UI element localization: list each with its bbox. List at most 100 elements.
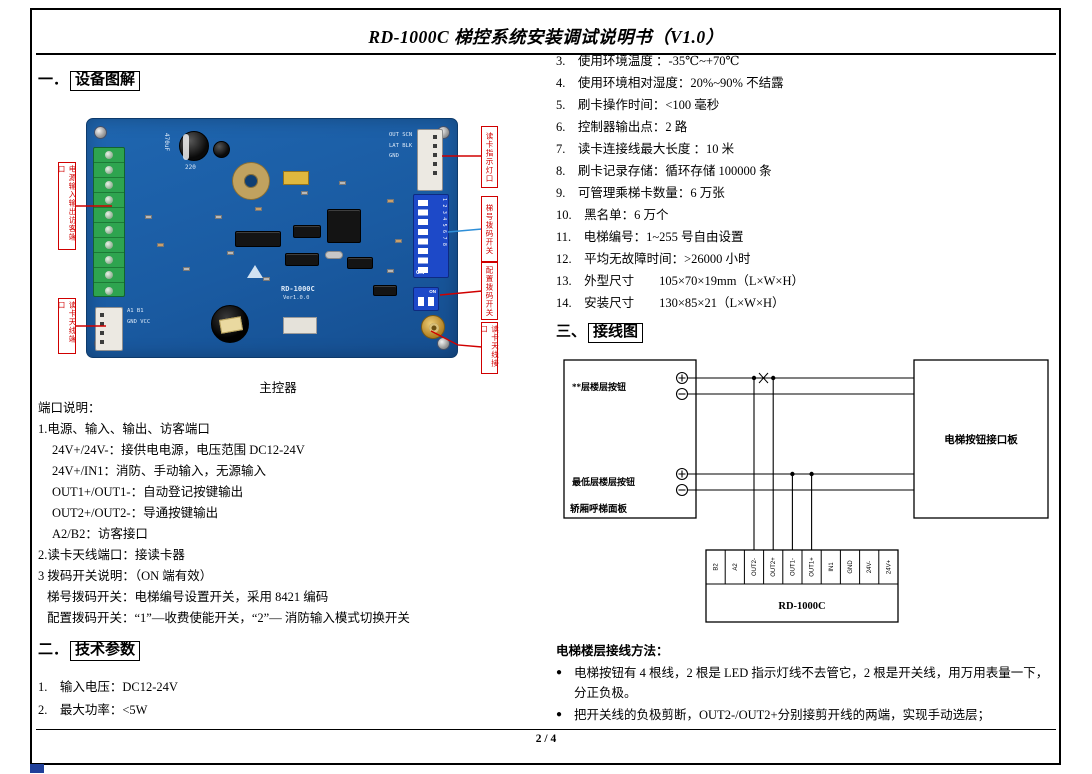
wiring-lines (687, 377, 914, 550)
smd-component (387, 269, 394, 273)
ic-chip (235, 231, 281, 247)
smd-component (145, 215, 152, 219)
minus-terminal-icon (675, 483, 689, 497)
section-2-number: 二． (38, 642, 69, 658)
section-1-heading: 一．设备图解 (38, 68, 141, 91)
callout-config-dip: 配置拨码开关 (481, 262, 498, 320)
tech-param-line: 2. 最大功率：<5W (38, 703, 148, 717)
screw-hole-icon (94, 126, 107, 139)
dip-on-label: ON (429, 289, 436, 294)
pcb-board: A1 B1 GND VCC 470uF 220 (86, 118, 458, 358)
terminal-label: OUT1- (790, 558, 796, 576)
smd-component (215, 215, 222, 219)
bullet-icon: ● (556, 667, 563, 678)
tech-param-line: 11. 电梯编号：1~255 号自由设置 (556, 230, 744, 244)
figure-caption: 主控器 (259, 381, 297, 395)
tech-params-right: 3. 使用环境温度 ：-35℃~+70℃ 4. 使用环境相对湿度：20%~90%… (556, 50, 1056, 314)
smd-component (183, 267, 190, 271)
title-divider (36, 53, 1056, 55)
terminal-label: B2 (714, 563, 720, 571)
page-number: 2 / 4 (535, 733, 557, 745)
ic-chip (293, 225, 321, 238)
green-terminal-block (93, 147, 125, 297)
callout-indicator-port: 读卡指示灯口 (481, 126, 498, 188)
terminal-label: OUT2+ (771, 557, 777, 577)
port-desc-line: 3 拨码开关说明：（ON 端有效） (38, 569, 213, 583)
smd-component (227, 251, 234, 255)
elevator-number-dip-switch: 12345678 ON (413, 194, 449, 278)
bottom-button-label: 最低层楼层按钮 (572, 476, 635, 487)
model-silkscreen: RD-1000C (281, 285, 315, 293)
page-border (30, 8, 1061, 765)
ic-chip (285, 253, 319, 266)
port-desc-line: 24V+/24V-：接供电电源，电压范围 DC12-24V (52, 443, 305, 457)
section-3-title: 接线图 (588, 323, 644, 343)
minus-terminal-icon (675, 387, 689, 401)
terminal-label: 24V+ (886, 559, 892, 574)
wiring-method-title: 电梯楼层接线方法： (556, 644, 669, 658)
dip-package-chip (283, 317, 317, 334)
section-1-title: 设备图解 (70, 71, 141, 91)
smd-component (395, 239, 402, 243)
capacitor-value-silkscreen: 470uF (163, 133, 170, 152)
tech-param-line: 3. 使用环境温度 ：-35℃~+70℃ (556, 54, 740, 68)
bullet-text: 把开关线的负极剪断，OUT2-/OUT2+分别接剪开线的两端，实现手动选层； (574, 708, 991, 722)
terminal-label: GND (848, 560, 854, 574)
tech-param-line: 7. 读卡连接线最大长度 ：10 米 (556, 142, 735, 156)
port-desc-line: 配置拨码开关：“1”—收费使能开关，“2”— 消防输入模式切换开关 (47, 611, 410, 625)
port-desc-line: 24V+/IN1：消防、手动输入，无源输入 (52, 464, 266, 478)
diagram-boxes (563, 359, 1049, 623)
car-panel-label: 轿厢呼梯面板 (570, 503, 628, 515)
plus-terminal-icon (675, 371, 689, 385)
section-2-heading: 二．技术参数 (38, 638, 141, 661)
tech-param-line: 13. 外型尺寸 105×70×19mm（L×W×H） (556, 274, 804, 288)
terminal-label: OUT1+ (810, 557, 816, 577)
callout-power-io-ports: 电源输入输出访客端口 (57, 162, 77, 250)
interface-board-label: 电梯按钮接口板 (944, 433, 1018, 446)
document-title: RD-1000C 梯控系统安装调试说明书（V1.0） (368, 27, 724, 47)
buzzer-icon (211, 305, 249, 343)
port-desc-line: 梯号拨码开关：电梯编号设置开关，采用 8421 编码 (47, 590, 329, 604)
crystal-icon (325, 251, 343, 259)
wiring-method-bullet: ● 电梯按钮有 4 根线，2 根是 LED 指示灯线不去管它，2 根是开关线，用… (556, 663, 1056, 703)
reader-port-silkscreen: A1 B1 GND VCC (127, 308, 151, 325)
section-2-title: 技术参数 (70, 641, 141, 661)
brand-logo-icon (247, 265, 263, 278)
tech-param-line: 9. 可管理乘梯卡数量：6 万张 (556, 186, 725, 200)
reader-port-connector (95, 307, 123, 351)
terminal-label: IN1 (829, 562, 835, 572)
version-silkscreen: Ver1.0.0 (283, 295, 310, 301)
indicator-connector-silkscreen: OUT SCN LAT BLK GND (389, 132, 413, 159)
smd-component (157, 243, 164, 247)
callout-antenna-port: 读卡天线接口 (480, 322, 500, 374)
port-desc-line: 1.电源、输入、输出、访客端口 (38, 422, 210, 436)
tech-param-line: 4. 使用环境相对湿度：20%~90% 不结露 (556, 76, 784, 90)
capacitor-icon (213, 141, 230, 158)
bullet-icon: ● (556, 709, 563, 720)
terminal-label: A2 (733, 563, 739, 571)
port-desc-line: OUT2+/OUT2-：导通按键输出 (52, 506, 219, 520)
cut-mark-icon (758, 372, 769, 384)
indicator-connector (417, 129, 443, 191)
port-description: 端口说明： 1.电源、输入、输出、访客端口 24V+/24V-：接供电电源，电压… (38, 398, 546, 629)
section-1-number: 一． (38, 72, 69, 88)
footer-divider (36, 729, 1056, 730)
tech-params-left: 1. 输入电压：DC12-24V 2. 最大功率：<5W (38, 676, 518, 722)
terminal-label: OUT2- (752, 558, 758, 576)
top-button-label: **层楼层按钮 (572, 381, 626, 392)
bullet-text: 电梯按钮有 4 根线，2 根是 LED 指示灯线不去管它，2 根是开关线，用万用… (574, 666, 1049, 700)
tech-param-line: 10. 黑名单：6 万个 (556, 208, 669, 222)
controller-photo: A1 B1 GND VCC 470uF 220 (57, 112, 500, 374)
callout-reader-port: 读卡天线端口 (57, 298, 77, 354)
corner-mark (30, 764, 44, 773)
capacitor-value2-silkscreen: 220 (185, 164, 196, 171)
screw-hole-icon (437, 337, 450, 350)
ic-chip (373, 285, 397, 296)
tech-param-line: 14. 安装尺寸 130×85×21（L×W×H） (556, 296, 785, 310)
port-desc-line: OUT1+/OUT1-：自动登记按键输出 (52, 485, 244, 499)
smd-component (255, 207, 262, 211)
smd-component (301, 191, 308, 195)
antenna-sma-connector (421, 315, 445, 339)
junction-dots (751, 375, 814, 477)
dip-switch-numbers: 12345678 (441, 198, 447, 250)
